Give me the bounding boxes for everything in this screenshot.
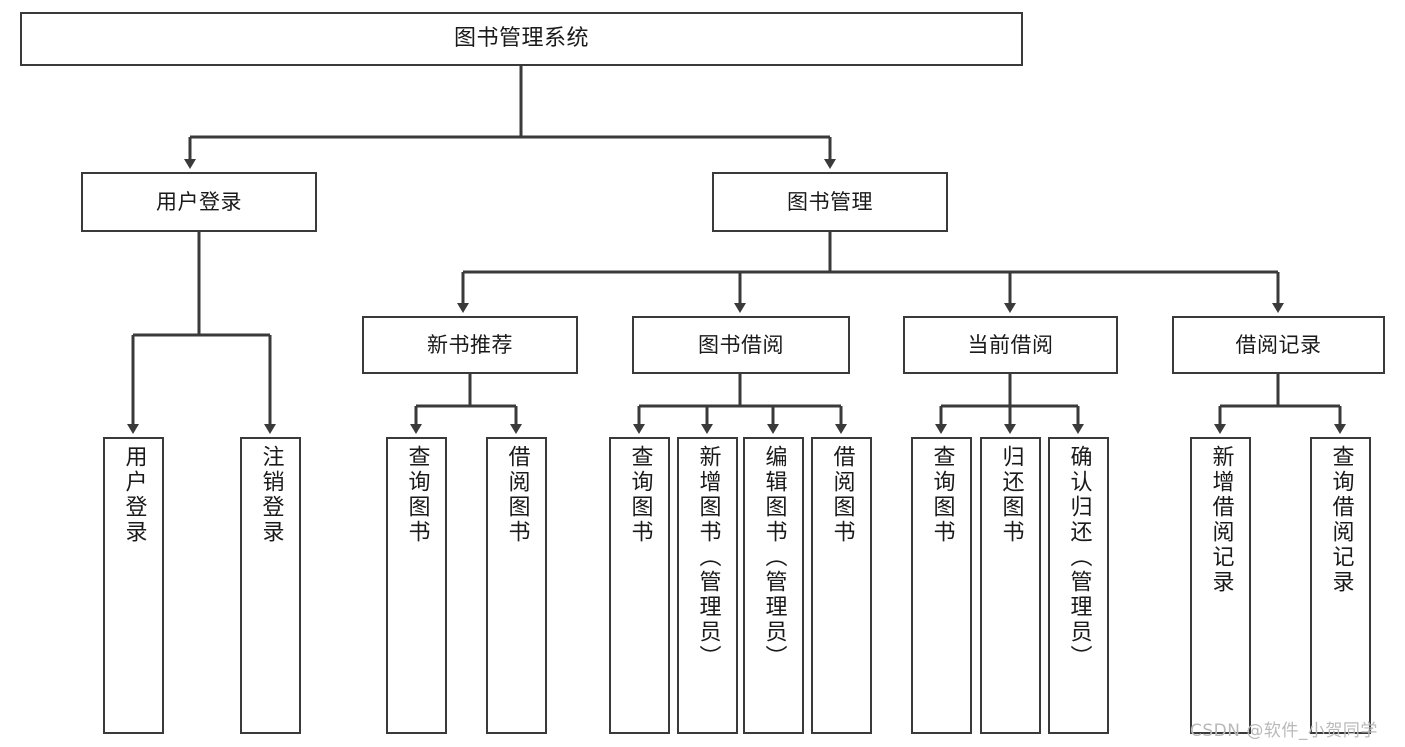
- node-book-borrow[interactable]: 图书借阅: [632, 316, 850, 374]
- leaf-return-book[interactable]: 归还图书: [980, 437, 1041, 734]
- node-label: 借阅图书: [829, 445, 855, 545]
- node-borrow-record[interactable]: 借阅记录: [1172, 316, 1385, 374]
- leaf-user-login[interactable]: 用户登录: [103, 437, 164, 734]
- node-label: 图书借阅: [698, 332, 784, 357]
- node-label: 注销登录: [258, 445, 284, 545]
- leaf-add-book[interactable]: 新增图书（管理员）: [677, 437, 738, 734]
- leaf-borrow-book-1[interactable]: 借阅图书: [486, 437, 547, 734]
- node-label: 借阅记录: [1235, 332, 1322, 357]
- node-label: 图书管理系统: [453, 26, 589, 52]
- leaf-add-record[interactable]: 新增借阅记录: [1190, 437, 1251, 734]
- node-label: 新增图书（管理员）: [695, 445, 721, 670]
- node-label: 归还图书: [998, 445, 1024, 545]
- csdn-watermark: CSDN @软件_小贺同学: [1190, 721, 1378, 741]
- leaf-edit-book[interactable]: 编辑图书（管理员）: [743, 437, 804, 734]
- leaf-borrow-book-2[interactable]: 借阅图书: [811, 437, 872, 734]
- leaf-query-book-3[interactable]: 查询图书: [911, 437, 972, 734]
- node-user-login[interactable]: 用户登录: [81, 172, 317, 232]
- node-label: 确认归还（管理员）: [1066, 445, 1092, 670]
- node-label: 查询借阅记录: [1328, 445, 1354, 595]
- node-label: 查询图书: [627, 445, 653, 545]
- node-label: 查询图书: [929, 445, 955, 545]
- node-label: 用户登录: [121, 445, 147, 545]
- leaf-user-logout[interactable]: 注销登录: [240, 437, 301, 734]
- node-label: 用户登录: [156, 189, 242, 214]
- node-label: 图书管理: [787, 189, 873, 214]
- leaf-query-book-2[interactable]: 查询图书: [609, 437, 670, 734]
- node-label: 借阅图书: [504, 445, 530, 545]
- leaf-confirm-return[interactable]: 确认归还（管理员）: [1048, 437, 1109, 734]
- leaf-query-book-1[interactable]: 查询图书: [386, 437, 447, 734]
- node-new-book-recommend[interactable]: 新书推荐: [362, 316, 578, 374]
- node-label: 新书推荐: [427, 332, 513, 357]
- node-book-manage[interactable]: 图书管理: [712, 172, 948, 232]
- node-label: 当前借阅: [967, 332, 1054, 357]
- leaf-query-record[interactable]: 查询借阅记录: [1310, 437, 1371, 734]
- node-label: 编辑图书（管理员）: [761, 445, 787, 670]
- node-label: 新增借阅记录: [1208, 445, 1234, 595]
- node-label: 查询图书: [404, 445, 430, 545]
- node-root-book-management-system[interactable]: 图书管理系统: [20, 12, 1023, 66]
- node-current-borrow[interactable]: 当前借阅: [903, 316, 1118, 374]
